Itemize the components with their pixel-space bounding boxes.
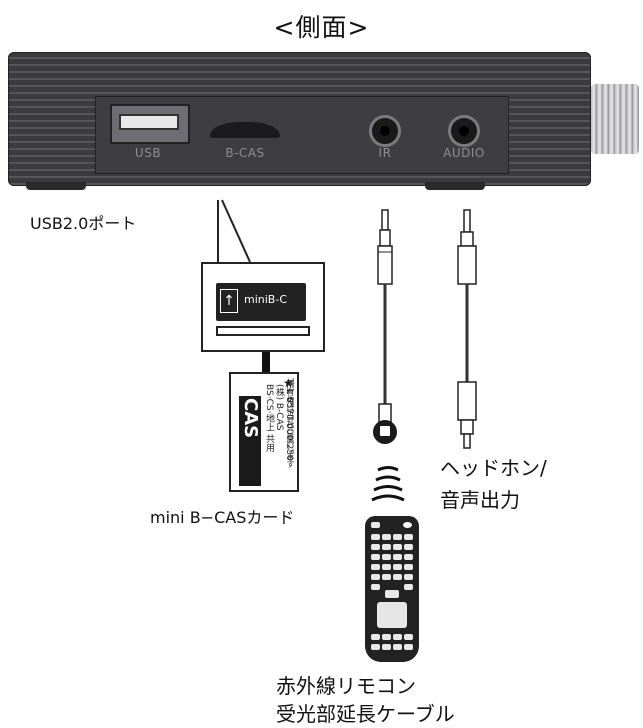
bcas-slot-label: B-CAS — [225, 146, 265, 160]
device-foot-right — [425, 182, 485, 190]
arrow-up-icon: ↑ — [220, 289, 238, 313]
card-brand: miniB-CAS — [240, 398, 282, 464]
usb-port-label: USB — [134, 146, 162, 160]
inserted-card: ↑ miniB-C — [216, 283, 306, 321]
remote-caption-line1: 赤外線リモコン — [276, 674, 416, 698]
audio-jack-label: AUDIO — [443, 146, 485, 160]
ir-jack — [369, 115, 401, 147]
usb-port — [110, 104, 190, 144]
card-brand-band: miniB-CAS — [239, 396, 282, 486]
usb-port-slot — [119, 114, 179, 130]
mini-bcas-caption: mini B−CASカード — [150, 508, 295, 527]
audio-jack — [448, 115, 480, 147]
page-title: <側面> — [273, 13, 370, 42]
slot-callout: ↑ miniB-C — [201, 262, 325, 352]
card-line3: TEL 0570-000-250 — [284, 378, 294, 461]
remote-control — [365, 516, 419, 662]
mini-bcas-card: ★ miniB-CAS BS·CS·地上 共用 (株) B-CAS TEL 05… — [229, 372, 299, 492]
inserted-card-text: miniB-C — [244, 293, 287, 306]
bcas-slot — [210, 122, 280, 138]
remote-caption-line2: 受光部延長ケーブル — [276, 702, 455, 726]
card-line1: BS·CS·地上 共用 — [264, 384, 274, 453]
audio-jack-hole — [459, 126, 469, 136]
headphone-caption-line1: ヘッドホン/ — [440, 456, 547, 480]
card-line4-visible: 所有権は当社に属します — [286, 380, 295, 468]
star-icon: ★ — [283, 376, 294, 390]
remote-pad — [377, 602, 407, 628]
card-line2: (株) B-CAS — [274, 384, 284, 431]
device-foot-left — [26, 182, 86, 190]
ir-jack-label: IR — [378, 146, 392, 160]
callout-slot — [216, 326, 310, 336]
headphone-caption-line2: 音声出力 — [440, 488, 520, 512]
usb-port-caption: USB2.0ポート — [30, 214, 137, 233]
antenna-connector — [591, 84, 639, 154]
ir-jack-hole — [380, 126, 390, 136]
